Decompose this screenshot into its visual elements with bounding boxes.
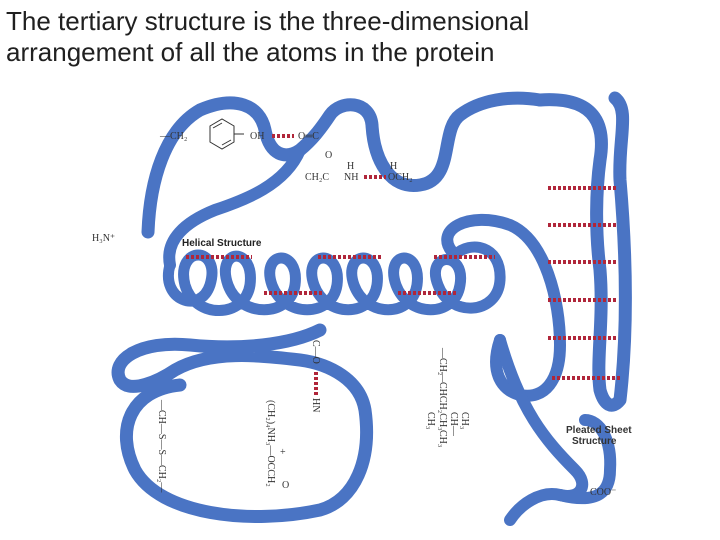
ribbon-top-right-loop	[533, 91, 632, 412]
title-line-2: arrangement of all the atoms in the prot…	[6, 37, 495, 67]
leu-label-5: CH—	[448, 412, 459, 437]
h-label-1: H	[347, 161, 354, 172]
ribbon-lower-middle	[494, 334, 589, 526]
helical-structure-label: Helical Structure	[182, 238, 262, 249]
co-top-label: O═C	[298, 131, 319, 142]
leu-label-4: CH₃	[459, 412, 470, 429]
leu-label-3: CH₃	[425, 412, 436, 429]
ribbon-n-terminal-loop	[141, 91, 547, 239]
leu-label-6: CH₃	[437, 430, 448, 447]
c-o-mid-label: C—O	[310, 340, 321, 364]
n-terminus-label: H₃N⁺	[92, 233, 115, 244]
nh-top-label: NH	[344, 172, 358, 183]
hn-mid-label: HN	[310, 398, 321, 412]
ribbon-helix	[162, 241, 506, 316]
carbonyl-o-label: O	[325, 150, 332, 161]
h-label-2: H	[390, 161, 397, 172]
leu-label-1: —CH₂	[437, 347, 448, 375]
ionic-plus-label: +	[280, 447, 286, 458]
pleated-sheet-label-2: Structure	[572, 436, 617, 447]
phe-side-chain-label: —CH₂	[159, 131, 187, 142]
oh-label: OH	[250, 131, 264, 142]
ribbon-helix-exit	[441, 213, 566, 402]
ribbon-lower-left-loop	[111, 323, 374, 523]
ch2c-label: CH₂C	[305, 172, 329, 183]
ionic-o-label: O	[282, 480, 289, 491]
disulfide-label: —CH—S—S—CH₂—	[156, 399, 167, 493]
ribbon-left-connector	[163, 144, 306, 271]
leu-label-2: —CHCH₂CH₃	[437, 371, 448, 431]
pleated-sheet-label-1: Pleated Sheet	[566, 425, 632, 436]
c-terminus-label: COO⁻	[590, 487, 616, 498]
ribbon-c-terminal-tail	[554, 414, 617, 505]
benzene-ring	[209, 118, 244, 150]
ionic-bond-label: (CH₂)₄NH₃—OCCH₂	[265, 400, 276, 487]
title-line-1: The tertiary structure is the three-dime…	[6, 6, 530, 36]
och2-label: OCH₂	[388, 172, 413, 183]
slide-title: The tertiary structure is the three-dime…	[6, 6, 706, 68]
